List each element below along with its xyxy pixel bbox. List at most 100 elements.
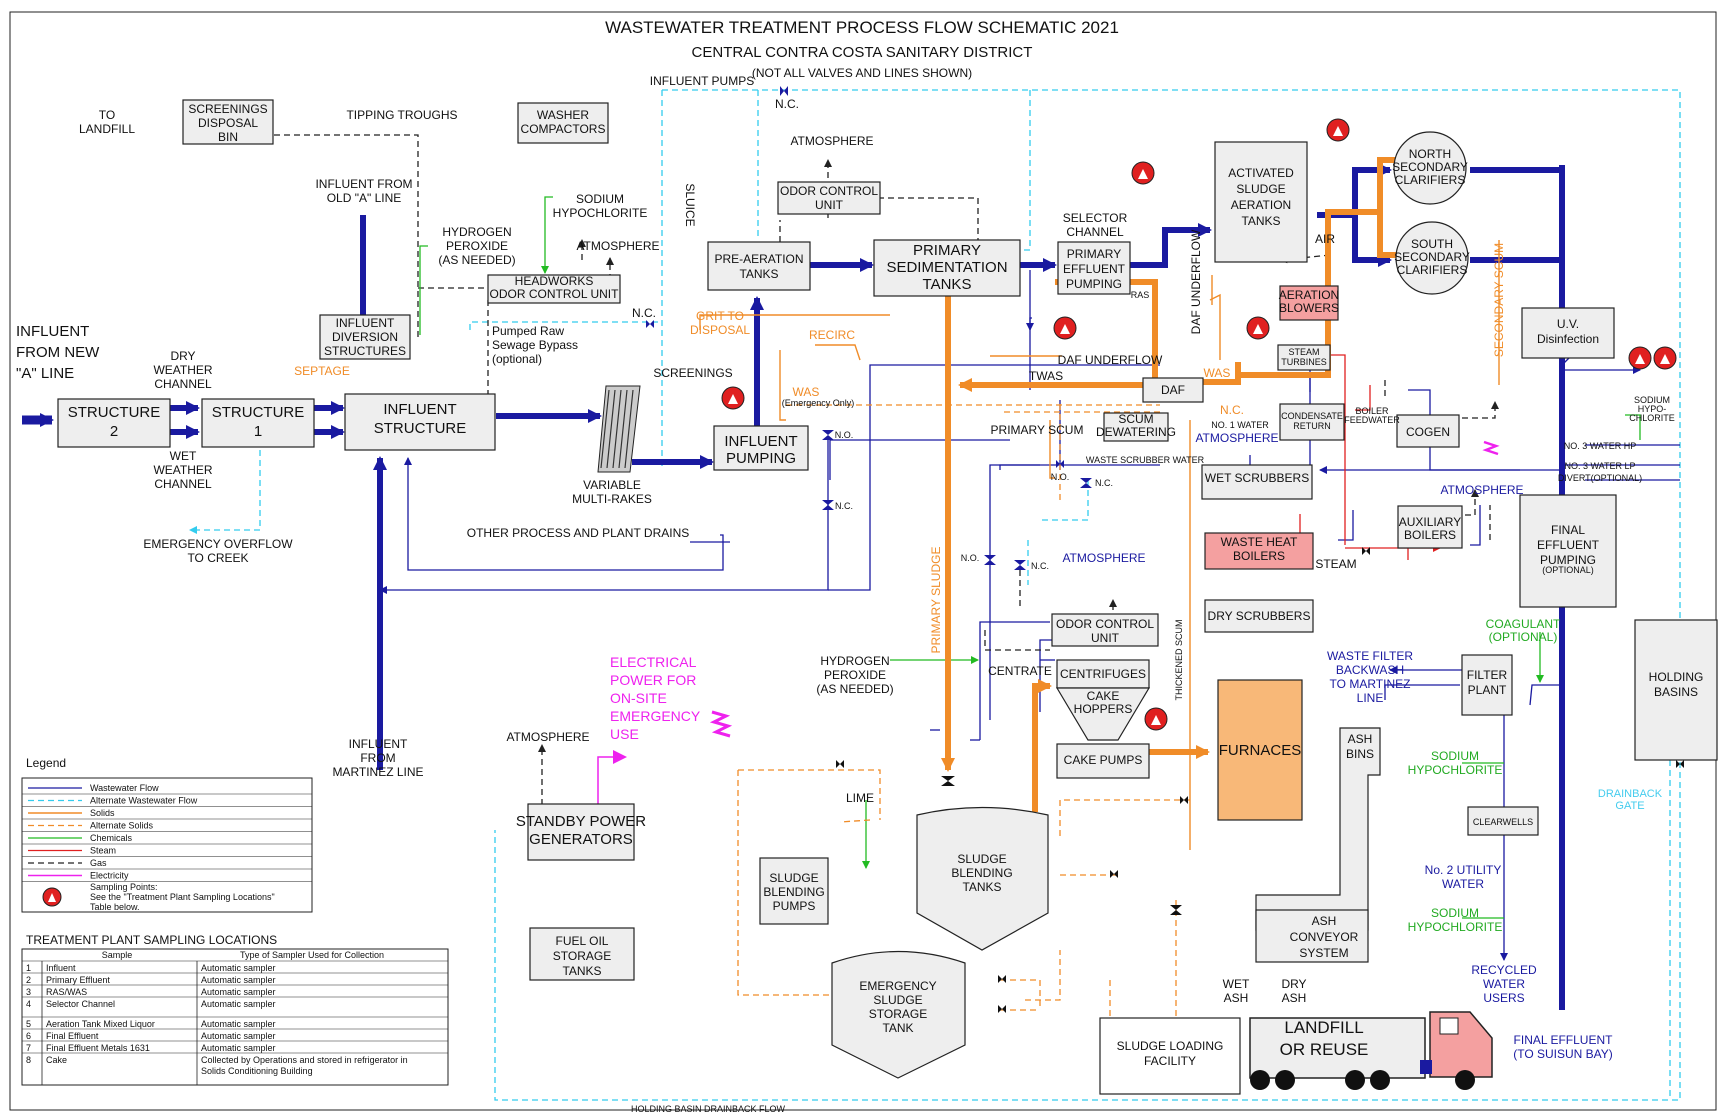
tipping-troughs-label: TIPPING TROUGHS <box>346 108 457 122</box>
sampling-header-sample: Sample <box>102 950 133 960</box>
auxiliary-boilers <box>1397 505 1463 549</box>
valve-icon <box>1362 547 1370 555</box>
primary-scum-label: PRIMARY SCUM <box>991 423 1084 437</box>
valve-icon <box>1014 560 1026 570</box>
sampling-table-cell: Primary Effluent <box>46 975 110 985</box>
sampling-table-cell: 2 <box>26 975 31 985</box>
sampling-points <box>721 118 1677 731</box>
legend-item-label: Wastewater Flow <box>90 783 159 793</box>
labels-layer: WASTEWATER TREATMENT PROCESS FLOW SCHEMA… <box>16 18 1703 1114</box>
recirc-label: RECIRC <box>809 328 855 342</box>
centrifuges-label: CENTRIFUGES <box>1060 667 1146 681</box>
scum-dewatering <box>1103 412 1169 442</box>
valve-icon <box>984 555 996 565</box>
influent-structure <box>344 393 496 451</box>
fuel-oil <box>529 927 635 981</box>
sample-point-icon <box>1653 346 1677 370</box>
legend-sample-icon <box>42 887 62 907</box>
sampling-table-cell: Cake <box>46 1055 67 1065</box>
nc-headworks-label: N.C. <box>632 306 656 320</box>
valve-icon <box>998 1005 1006 1013</box>
sampling-table-cell: Final Effluent Metals 1631 <box>46 1043 150 1053</box>
nc-valve-label: N.C. <box>1095 478 1113 488</box>
sampling-table-cell: 5 <box>26 1019 31 1029</box>
electricity-icon <box>1482 440 1500 456</box>
sampling-table-title: TREATMENT PLANT SAMPLING LOCATIONS <box>26 933 277 947</box>
sampling-table-cell: Aeration Tank Mixed Liquor <box>46 1019 155 1029</box>
uv-disinfection <box>1521 307 1615 359</box>
sampling-table-cell: Influent <box>46 963 76 973</box>
nc-top-label: N.C. <box>775 97 799 111</box>
atmosphere-aux-label: ATMOSPHERE <box>1440 483 1523 497</box>
atmosphere-odor2-label: ATMOSPHERE <box>1062 551 1145 565</box>
valve-icon <box>822 430 834 440</box>
final-effluent-label: FINAL EFFLUENT(TO SUISUN BAY) <box>1513 1033 1613 1061</box>
structure-2 <box>57 398 171 448</box>
legend-title: Legend <box>26 756 66 770</box>
valve-icon <box>1080 478 1092 488</box>
valve-icon <box>1056 460 1064 468</box>
final-effluent-optional-label: (OPTIONAL) <box>1542 565 1594 575</box>
valve-icon <box>822 500 834 510</box>
twas-label: TWAS <box>1029 369 1063 383</box>
sampling-table-cell: Automatic sampler <box>201 1031 276 1041</box>
clearwells <box>1467 806 1539 836</box>
primary-sedimentation <box>873 239 1021 297</box>
wet-scrubbers <box>1201 464 1313 500</box>
legend-item-label: Solids <box>90 808 115 818</box>
no-valve-label: N.O. <box>835 430 854 440</box>
title-label: WASTEWATER TREATMENT PROCESS FLOW SCHEMA… <box>605 18 1119 37</box>
cogen <box>1396 414 1460 448</box>
valve-icon <box>1110 870 1118 878</box>
no3-hp-label: NO. 3 WATER HP <box>1564 441 1637 451</box>
atmosphere-headworks-label: ATMOSPHERE <box>576 239 659 253</box>
divert-label: DIVERT(OPTIONAL) <box>1558 473 1642 483</box>
thickened-scum-label: THICKENED SCUM <box>1174 619 1184 700</box>
centrate-label: CENTRATE <box>988 664 1052 678</box>
sampling-table-cell: 7 <box>26 1043 31 1053</box>
process-units <box>57 99 1718 1095</box>
influent-pumping <box>713 425 809 471</box>
atmosphere-top-label: ATMOSPHERE <box>790 134 873 148</box>
sludge-loading <box>1099 1017 1241 1095</box>
primary-sludge-label: PRIMARY SLUDGE <box>929 547 943 654</box>
washer-compactors <box>517 102 609 144</box>
no3-lp-label: NO. 3 WATER LP <box>1564 461 1635 471</box>
was-emergency-label: WAS <box>793 385 820 399</box>
sample-point-icon <box>1144 707 1168 731</box>
valve-icon <box>780 86 788 96</box>
cake-pumps-label: CAKE PUMPS <box>1064 753 1143 767</box>
sampling-table-cell: Automatic sampler <box>201 975 276 985</box>
ras-label: RAS <box>1131 290 1150 300</box>
nc-valve-label: N.C. <box>1031 561 1049 571</box>
structure-1 <box>201 398 315 448</box>
valves <box>646 86 1684 1013</box>
